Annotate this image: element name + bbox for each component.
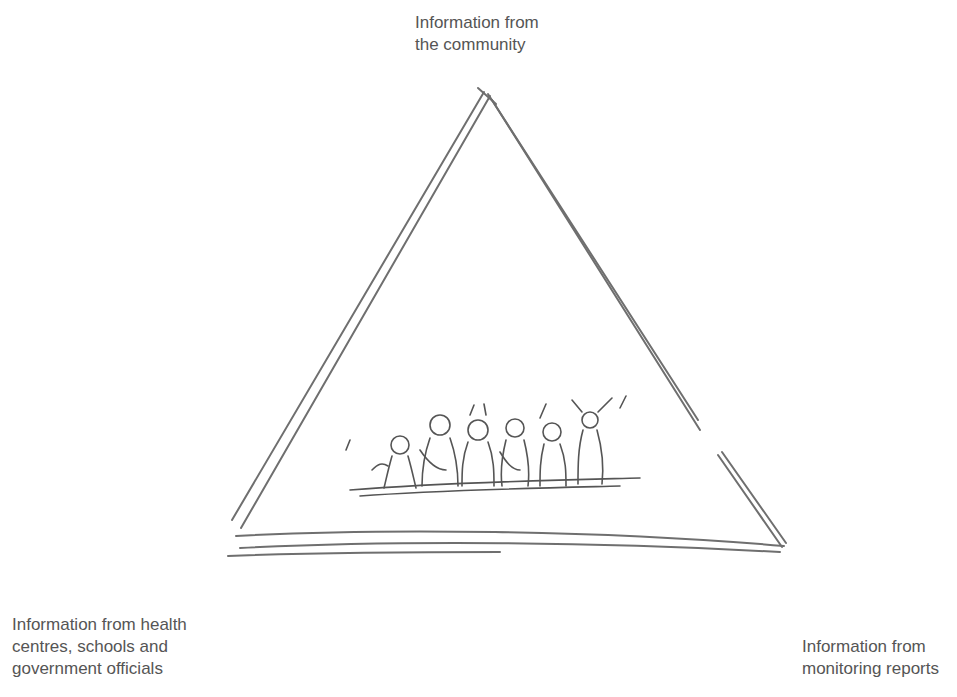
sketch-people — [346, 396, 640, 496]
corner-label: Information from monitoring reports — [802, 636, 952, 680]
corner-label: Information from health centres, schools… — [12, 614, 212, 680]
sketch-triangle — [228, 88, 786, 556]
corner-label: Information from the community — [415, 12, 565, 56]
